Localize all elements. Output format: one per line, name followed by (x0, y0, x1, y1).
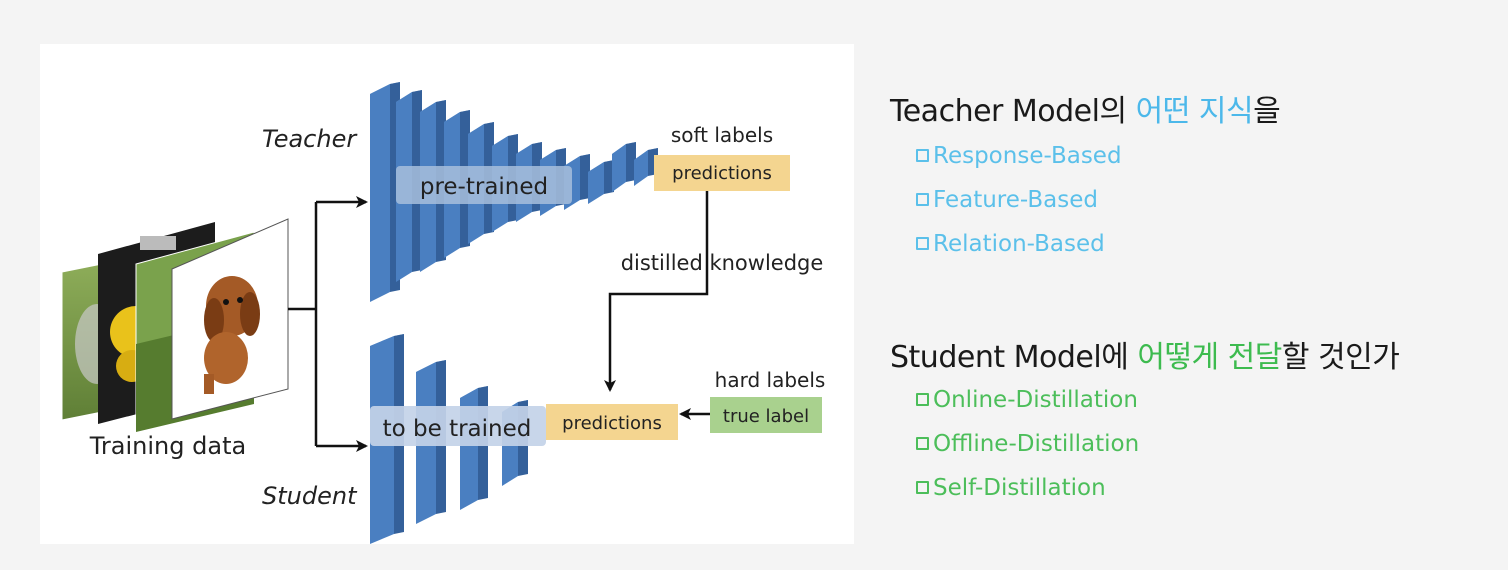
checkbox-square-icon (916, 236, 929, 250)
teacher-network (370, 82, 658, 302)
teacher-predictions-label: predictions (672, 163, 772, 184)
student-layer (460, 386, 488, 510)
true-label-box (710, 397, 822, 433)
teacher-heading-highlight: 어떤 지식 (1135, 94, 1254, 129)
training-data-label: Training data (89, 432, 246, 460)
checkbox-square-icon (916, 192, 929, 206)
list-item: Relation-Based (916, 222, 1122, 266)
teacher-layer (588, 160, 614, 204)
student-heading-highlight: 어떻게 전달 (1137, 340, 1282, 375)
teacher-heading: Teacher Model의 어떤 지식을 (890, 86, 1281, 130)
training-data-images (61, 218, 289, 433)
distilled-knowledge-arrow (604, 191, 709, 392)
list-item: Offline-Distillation (916, 422, 1139, 466)
student-predictions-label: predictions (562, 413, 662, 434)
soft-labels-label: soft labels (671, 123, 773, 147)
training-image-4-puppy (171, 218, 289, 420)
diagram-panel: Training data Teacher Student pre-traine… (40, 44, 854, 544)
list-item: Self-Distillation (916, 466, 1139, 510)
text-panel: Teacher Model의 어떤 지식을 Response-Based Fea… (890, 0, 1490, 570)
student-heading-suffix: 할 것인가 (1281, 340, 1400, 375)
teacher-heading-suffix: 을 (1253, 94, 1281, 129)
pretrained-label: pre-trained (420, 174, 548, 200)
list-item-label: Self-Distillation (933, 475, 1106, 501)
student-transfer-list: Online-Distillation Offline-Distillation… (916, 378, 1139, 510)
teacher-layer (612, 142, 636, 192)
teacher-label: Teacher (262, 125, 358, 153)
checkbox-square-icon (916, 148, 929, 162)
checkbox-square-icon (916, 436, 929, 450)
list-item: Response-Based (916, 134, 1122, 178)
knowledge-distillation-diagram: Training data Teacher Student pre-traine… (61, 82, 826, 544)
tobetrained-overlay (370, 406, 546, 446)
teacher-knowledge-list: Response-Based Feature-Based Relation-Ba… (916, 134, 1122, 266)
training-connectors (288, 196, 368, 452)
list-item-label: Response-Based (933, 143, 1122, 169)
list-item-label: Offline-Distillation (933, 431, 1140, 457)
student-heading-prefix: Student Model에 (890, 340, 1138, 375)
tobetrained-label: to be trained (383, 416, 532, 442)
checkbox-square-icon (916, 480, 929, 494)
list-item-label: Feature-Based (933, 187, 1098, 213)
true-label-label: true label (723, 406, 809, 427)
list-item: Feature-Based (916, 178, 1122, 222)
list-item-label: Online-Distillation (933, 387, 1138, 413)
pretrained-overlay (396, 166, 572, 204)
teacher-layer (634, 148, 658, 186)
teacher-heading-prefix: Teacher Model의 (890, 94, 1136, 129)
list-item-label: Relation-Based (933, 231, 1105, 257)
teacher-predictions-box (654, 155, 790, 191)
student-heading: Student Model에 어떻게 전달할 것인가 (890, 332, 1400, 376)
teacher-layer (370, 82, 400, 302)
list-item: Online-Distillation (916, 378, 1139, 422)
distilled-knowledge-label: distilled knowledge (621, 251, 824, 275)
student-label: Student (262, 482, 358, 510)
student-predictions-box (546, 404, 678, 440)
checkbox-square-icon (916, 392, 929, 406)
hard-labels-label: hard labels (715, 368, 826, 392)
